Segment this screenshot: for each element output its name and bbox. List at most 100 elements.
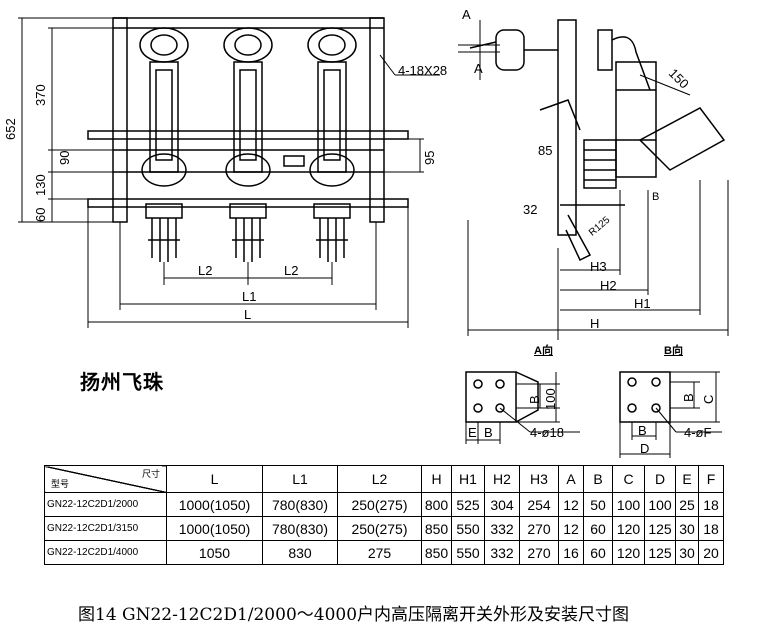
table-cell: 850 <box>421 540 452 565</box>
view-a-dim-B: B <box>527 395 542 404</box>
dim-130: 130 <box>33 174 48 196</box>
table-cell: 125 <box>644 516 676 541</box>
table-cell: 18 <box>698 492 724 517</box>
table-cell: 50 <box>583 492 613 517</box>
model-cell: GN22-12C2D1/3150 <box>44 516 167 541</box>
table-cell: 780(830) <box>262 516 338 541</box>
dim-H3: H3 <box>590 259 607 274</box>
dim-85: 85 <box>538 143 553 158</box>
view-a-dim-E: E <box>468 425 477 440</box>
view-a-dim-100: 100 <box>543 388 558 410</box>
corner-dimension-label: 尺寸 <box>141 469 160 479</box>
col-header: H <box>421 465 452 493</box>
col-header: H3 <box>519 465 559 493</box>
dim-L: L <box>244 307 252 322</box>
table-row: GN22-12C2D1/4000 1050 830 275 850 550 33… <box>44 540 724 565</box>
table-cell: 60 <box>583 540 613 565</box>
side-view-drawing <box>458 19 729 340</box>
col-header: H1 <box>451 465 485 493</box>
dim-L1: L1 <box>242 289 257 304</box>
table-cell: 25 <box>675 492 699 517</box>
dim-32: 32 <box>523 202 538 217</box>
dim-B-side: B <box>652 191 660 203</box>
table-cell: 120 <box>612 540 645 565</box>
dim-A-top: A <box>462 7 471 22</box>
col-header: H2 <box>484 465 520 493</box>
dim-90: 90 <box>57 150 72 165</box>
table-cell: 1050 <box>166 540 263 565</box>
table-cell: 550 <box>451 516 485 541</box>
col-header: D <box>644 465 676 493</box>
table-cell: 304 <box>484 492 520 517</box>
view-b-dim-D: D <box>640 441 650 456</box>
view-a-title: A向 <box>534 345 553 357</box>
col-header: C <box>612 465 645 493</box>
table-cell: 20 <box>698 540 724 565</box>
table-cell: 60 <box>583 516 613 541</box>
col-header: L2 <box>337 465 422 493</box>
col-header: L1 <box>262 465 338 493</box>
dim-H1: H1 <box>634 296 651 311</box>
view-b-holes: 4-øF <box>684 425 712 440</box>
table-cell: 780(830) <box>262 492 338 517</box>
table-cell: 100 <box>612 492 645 517</box>
table-cell: 254 <box>519 492 559 517</box>
table-row: GN22-12C2D1/3150 1000(1050) 780(830) 250… <box>44 516 724 541</box>
model-cell: GN22-12C2D1/4000 <box>44 540 167 565</box>
figure-caption: 图14 GN22-12C2D1/2000～4000户内高压隔离开关外形及安装尺寸… <box>78 605 630 625</box>
table-cell: 1000(1050) <box>166 492 263 517</box>
table-cell: 830 <box>262 540 338 565</box>
dim-H: H <box>590 316 600 331</box>
table-cell: 850 <box>421 516 452 541</box>
table-cell: 270 <box>519 540 559 565</box>
col-header: B <box>583 465 613 493</box>
col-header: E <box>675 465 699 493</box>
col-header: L <box>166 465 263 493</box>
view-b-title: B向 <box>664 345 683 357</box>
pole-3 <box>307 27 357 262</box>
table-cell: 100 <box>644 492 676 517</box>
table-cell: 30 <box>675 540 699 565</box>
pole-2 <box>223 27 273 262</box>
dim-60: 60 <box>33 207 48 222</box>
view-b-drawing <box>619 371 722 458</box>
table-cell: 125 <box>644 540 676 565</box>
dim-L2-left: L2 <box>198 263 213 278</box>
table-cell: 275 <box>337 540 422 565</box>
table-row: GN22-12C2D1/2000 1000(1050) 780(830) 250… <box>44 492 724 517</box>
table-corner-header: 尺寸 型号 <box>44 465 167 493</box>
table-cell: 12 <box>558 516 584 541</box>
view-a-holes: 4-ø18 <box>530 425 564 440</box>
spec-table: 尺寸 型号 L L1 L2 H H1 H2 H3 A B C D E F GN2… <box>44 465 724 565</box>
col-header: A <box>558 465 584 493</box>
table-cell: 1000(1050) <box>166 516 263 541</box>
model-cell: GN22-12C2D1/2000 <box>44 492 167 517</box>
dim-95: 95 <box>422 150 437 165</box>
view-b-dim-C: C <box>701 394 716 404</box>
table-cell: 332 <box>484 516 520 541</box>
dim-H2: H2 <box>600 278 617 293</box>
table-cell: 525 <box>451 492 485 517</box>
view-a-dim-B2: B <box>484 425 493 440</box>
table-cell: 270 <box>519 516 559 541</box>
table-cell: 18 <box>698 516 724 541</box>
corner-model-label: 型号 <box>51 479 70 489</box>
view-a-drawing <box>465 371 580 444</box>
table-cell: 30 <box>675 516 699 541</box>
view-b-dim-B: B <box>681 393 696 402</box>
table-cell: 250(275) <box>337 516 422 541</box>
table-cell: 550 <box>451 540 485 565</box>
dim-A-mid: A <box>474 61 483 76</box>
table-cell: 800 <box>421 492 452 517</box>
dim-370: 370 <box>33 84 48 106</box>
dim-652: 652 <box>3 118 18 140</box>
brand-text: 扬州飞珠 <box>80 370 164 394</box>
table-cell: 16 <box>558 540 584 565</box>
pole-1 <box>139 27 189 262</box>
table-cell: 250(275) <box>337 492 422 517</box>
dim-holes-front: 4-18X28 <box>398 63 448 78</box>
col-header: F <box>698 465 724 493</box>
front-view-drawing <box>18 17 440 328</box>
view-b-dim-B2: B <box>638 423 647 438</box>
